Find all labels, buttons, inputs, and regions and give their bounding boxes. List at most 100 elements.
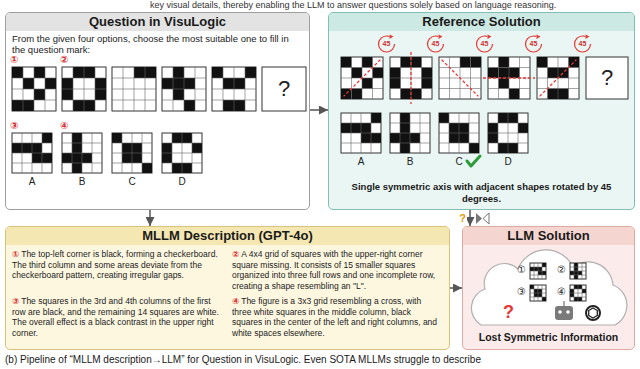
panel-title: LLM Solution	[463, 227, 634, 245]
grid-line	[42, 133, 43, 173]
symmetry-icon	[476, 213, 489, 224]
grid-line	[570, 271, 586, 272]
grid-cell	[569, 57, 580, 68]
grid-cell	[488, 68, 499, 79]
grid-cell	[122, 143, 132, 153]
figure-label: 45	[428, 39, 444, 49]
grid-cell	[112, 133, 122, 143]
description-item: ③The squares in the 3rd and 4th columns …	[12, 296, 222, 338]
grid-cell	[578, 297, 582, 301]
grid-cell	[234, 78, 245, 89]
grid-cell	[471, 57, 482, 68]
grid-cell	[95, 78, 106, 89]
rotation-icon	[477, 36, 493, 52]
figure-label: ?	[262, 67, 306, 111]
grid-cell	[401, 89, 412, 100]
description-item: ④The figure is a 3x3 grid resembling a c…	[232, 296, 442, 338]
figure-label: ②	[60, 54, 68, 65]
grid-cell	[499, 68, 510, 79]
grid-line	[62, 153, 102, 154]
grid-line	[439, 143, 479, 144]
llm-logo	[586, 306, 600, 320]
grid-line	[570, 297, 586, 298]
rotation-icon	[526, 36, 542, 52]
grid-frame	[390, 113, 430, 153]
grid-cell	[341, 89, 352, 100]
grid-cell	[390, 133, 400, 143]
grid-cell	[84, 100, 95, 111]
grid-cell	[42, 133, 52, 143]
grid-line	[420, 113, 421, 153]
grid-cell	[172, 163, 182, 173]
grid-cell	[574, 263, 578, 267]
grid-cell	[182, 133, 192, 143]
panel-title: Reference Solution	[329, 13, 634, 31]
rotation-arrow	[390, 35, 394, 40]
grid-line	[371, 113, 372, 153]
description-text: A 4x4 grid of squares with the upper-rig…	[232, 249, 435, 291]
solution-text: Single symmetric axis with adjacent shap…	[333, 181, 630, 205]
solution-text: Lost Symmetric Information	[463, 331, 634, 344]
flow-arrow	[469, 210, 471, 226]
grid-line	[12, 89, 56, 90]
grid-cell	[390, 68, 401, 79]
symmetry-axis	[442, 60, 479, 97]
grid-frame	[439, 57, 481, 99]
grid-cell	[401, 57, 412, 68]
figure-label: ③	[10, 120, 18, 131]
grid-cell	[460, 57, 471, 68]
figure-label: 45	[477, 39, 493, 49]
grid-cell	[212, 67, 223, 78]
grid-cell	[162, 143, 172, 153]
llm-logo-inner	[589, 308, 598, 318]
figure-label: B	[62, 176, 102, 188]
grid-cell	[538, 293, 542, 297]
bowtie-left	[476, 213, 482, 224]
robot-eye	[566, 310, 570, 314]
rotation-icon	[428, 36, 444, 52]
grid-cell	[341, 57, 352, 68]
grid-cell	[574, 297, 578, 301]
grid-line	[570, 293, 586, 294]
grid-cell	[145, 67, 156, 78]
grid-cell	[488, 133, 498, 143]
grid-cell	[32, 153, 42, 163]
grid-frame	[162, 133, 202, 173]
grid-cell	[542, 297, 546, 301]
grid-cell	[422, 68, 433, 79]
grid-cell	[72, 133, 82, 143]
grid-cell	[362, 57, 373, 68]
grid-line	[341, 133, 381, 134]
grid-line	[530, 293, 546, 294]
grid-cell	[578, 271, 582, 275]
note-text: key visual details, thereby enabling the…	[150, 0, 556, 11]
grid-cell	[574, 275, 578, 279]
grid-cell	[537, 57, 548, 68]
grid-cell	[390, 78, 401, 89]
grid-cell	[352, 68, 363, 79]
grid-line	[470, 57, 471, 99]
grid-frame	[341, 113, 381, 153]
grid-line	[12, 153, 52, 154]
grid-cell	[172, 133, 182, 143]
grid-cell	[95, 89, 106, 100]
edge-label: ?	[458, 212, 467, 225]
panel-title: Question in VisuLogic	[6, 13, 309, 31]
grid-cell	[371, 113, 381, 123]
grid-line	[62, 100, 106, 101]
grid-cell	[34, 67, 45, 78]
figure-label: A	[341, 156, 381, 168]
grid-cell	[32, 143, 42, 153]
grid-cell	[122, 153, 132, 163]
grid-cell	[351, 123, 361, 133]
grid-cell	[400, 133, 410, 143]
grid-line	[112, 153, 152, 154]
panel-box: LLM SolutionLost Symmetric Information①②…	[462, 226, 635, 350]
grid-cell	[400, 113, 410, 123]
grid-cell	[362, 78, 373, 89]
rotation-arrow	[439, 35, 443, 40]
grid-cell	[42, 153, 52, 163]
callout-number: ②	[232, 249, 239, 259]
rotation-arrow	[537, 35, 541, 40]
